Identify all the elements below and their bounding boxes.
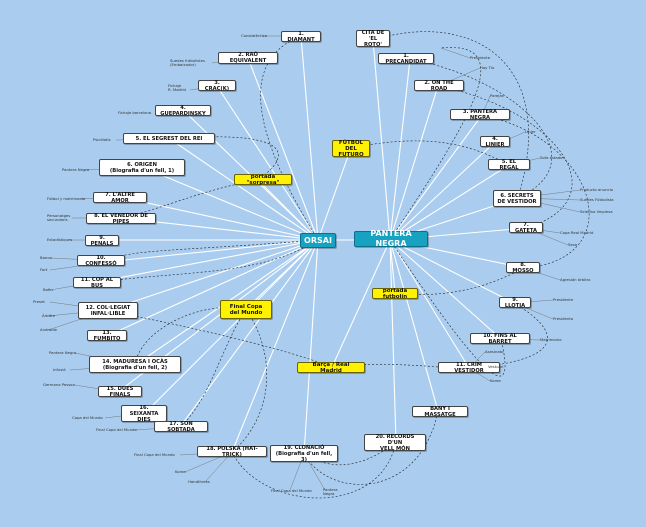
leaf-label: Producto anuncio (580, 187, 613, 192)
topic-portada-futbolin[interactable]: portada futbolín (372, 288, 418, 300)
leaf-label: Sexo (568, 242, 578, 247)
chapter-col-legiat[interactable]: 12. COL·LEGIAT INFAL·LIBLE (78, 302, 138, 319)
leaf-label: Preset (33, 299, 45, 304)
chapter-mosso[interactable]: 8. MOSSO (506, 262, 540, 274)
leaf-label: Final Copa del Mundo (96, 427, 137, 432)
leaf-label: Final Copa del Mundo (271, 488, 312, 493)
chapter-confesso[interactable]: 10. CONFESSÓ (77, 255, 125, 267)
chapter-secrets-vestidor[interactable]: 6. SECRETS DE VESTIDOR (493, 190, 541, 207)
chapter-fins-barret[interactable]: 10. FINS AL BARRET (470, 333, 530, 345)
leaf-label: Pantera Negra (49, 350, 77, 355)
topic-portada-sorpresa[interactable]: portada "sorpresa" (234, 174, 292, 186)
bany-massatge[interactable]: BANY I MASSATGE (412, 406, 468, 418)
leaf-label: Vestuari (488, 364, 504, 369)
leaf-label: Banco (40, 255, 52, 260)
chapter-cop-bus[interactable]: 11. COP AL BUS (73, 277, 121, 289)
leaf-label: Korea (175, 469, 186, 474)
leaf-label: Suedes Fútbolista (580, 197, 614, 202)
topic-barca-real-madrid[interactable]: Barça / Real Madrid (297, 362, 365, 374)
chapter-penals[interactable]: 9. PENALS (85, 235, 119, 247)
leaf-label: Pantera Negra (62, 167, 90, 172)
leaf-label: Fichaje R. Madrid (168, 83, 186, 93)
leaf-label: Bafiu (43, 287, 53, 292)
leaf-label: Presidenta (553, 316, 574, 321)
leaf-label: Fichaje barcelona (118, 110, 152, 115)
chapter-crim-vestidor[interactable]: 11. CRIM VESTIDOR (438, 362, 500, 374)
leaf-label: Androide (40, 327, 58, 332)
leaf-label: Fort (40, 267, 48, 272)
chapter-regal[interactable]: 5. EL REGAL (488, 159, 530, 171)
leaf-label: Agresión árbitro (560, 277, 591, 282)
chapter-linier[interactable]: 4. LINIER (480, 136, 510, 148)
cita-el-roto[interactable]: CITA DE 'EL ROTO' (356, 30, 390, 48)
chapter-rao-equivalent[interactable]: 2. RAÓ EQUIVALENT (218, 52, 278, 64)
leaf-label: Infusió (53, 367, 66, 372)
chapter-dues-finals[interactable]: 15. DUES FINALS (98, 386, 142, 398)
chapter-gateta[interactable]: 7. GATETA (509, 222, 543, 234)
leaf-label: Asesinato (485, 349, 504, 354)
chapter-fumbito[interactable]: 13. FUMBITO (87, 330, 127, 342)
orsai-hub[interactable]: ORSAI (300, 233, 336, 248)
chapter-diamant[interactable]: 1. DIAMANT (281, 31, 321, 43)
topic-final-copa-mundo[interactable]: Final Copa del Mundo (220, 300, 272, 319)
leaf-label: Hay Tío (480, 65, 495, 70)
chapter-on-the-road[interactable]: 2. ON THE ROAD (414, 80, 464, 92)
chapter-origen[interactable]: 6. ORIGEN (Biografia d'un fell, 1) (99, 159, 185, 176)
leaf-label: Àrbitre (42, 313, 55, 318)
leaf-label: Linier (525, 129, 536, 134)
chapter-segrest-rei[interactable]: 5. EL SEGREST DEL REI (123, 133, 215, 144)
leaf-label: Germana Pessoa (43, 382, 75, 387)
chapter-precandidat[interactable]: 1. PRECANDIDAT (378, 53, 434, 65)
leaf-label: Estadístiques (47, 237, 73, 242)
leaf-label: Sofa estado (540, 155, 563, 160)
leaf-label: Parejas (490, 93, 504, 98)
chapter-pantera-negra[interactable]: 3. PANTERA NEGRA (450, 109, 510, 121)
leaf-label: Korea (490, 378, 501, 383)
leaf-label: Personatges secundaris (47, 213, 71, 223)
chapter-venedor-pipes[interactable]: 8. EL VENEDOR DE PIPES (86, 213, 156, 225)
leaf-label: Handthreks (188, 479, 210, 484)
chapter-altre-amor[interactable]: 7. L'ALTRE AMOR (93, 192, 147, 204)
chapter-seixanta-dies[interactable]: 16. SEIXANTA DIES (121, 405, 167, 423)
chapter-maduresa[interactable]: 14. MADURESA I OCÀS (Biografia d'un fell… (89, 356, 181, 373)
leaf-label: Matrimonio (540, 337, 562, 342)
leaf-label: Copa del Mundo (72, 415, 103, 420)
leaf-label: Presidente (553, 297, 574, 302)
chapter-polska[interactable]: 18. POLSKA (HAT-TRICK) (197, 446, 267, 458)
topic-futbol-del-futuro[interactable]: FÚTBOL DEL FUTURO (332, 140, 370, 158)
pantera-negra-hub[interactable]: PANTERA NEGRA (354, 229, 428, 248)
leaf-label: Final Copa del Mundo (134, 452, 175, 457)
leaf-label: Fútbol y matrimonio (47, 196, 86, 201)
chapter-guepardinsky[interactable]: 4. GUEPARDINSKY (155, 105, 211, 117)
chapter-llotja[interactable]: 9. LLOTJA (499, 297, 531, 309)
leaf-label: Psicòlotis (93, 137, 111, 142)
leaf-label: Copa Real Madrid (560, 230, 594, 235)
chapter-son-sobtada[interactable]: 17. SON SOBTADA (154, 421, 208, 433)
leaf-label: Constatèctica (241, 33, 268, 38)
leaf-label: Seletina limpiesa (580, 209, 613, 214)
chapter-records-vell-mon[interactable]: 20. RECORDS D'UN VELL MÓN (364, 434, 426, 452)
leaf-label: Suedes futbolistes (Embaixador) (170, 58, 205, 68)
leaf-label: Pantera Negra (323, 487, 338, 497)
chapter-clonacio[interactable]: 19. CLONACIÓ (Biografia d'un fell, 3) (270, 445, 338, 463)
chapter-crack[interactable]: 3. CRAC(K) (198, 80, 236, 92)
leaf-label: Presidente (470, 55, 491, 60)
